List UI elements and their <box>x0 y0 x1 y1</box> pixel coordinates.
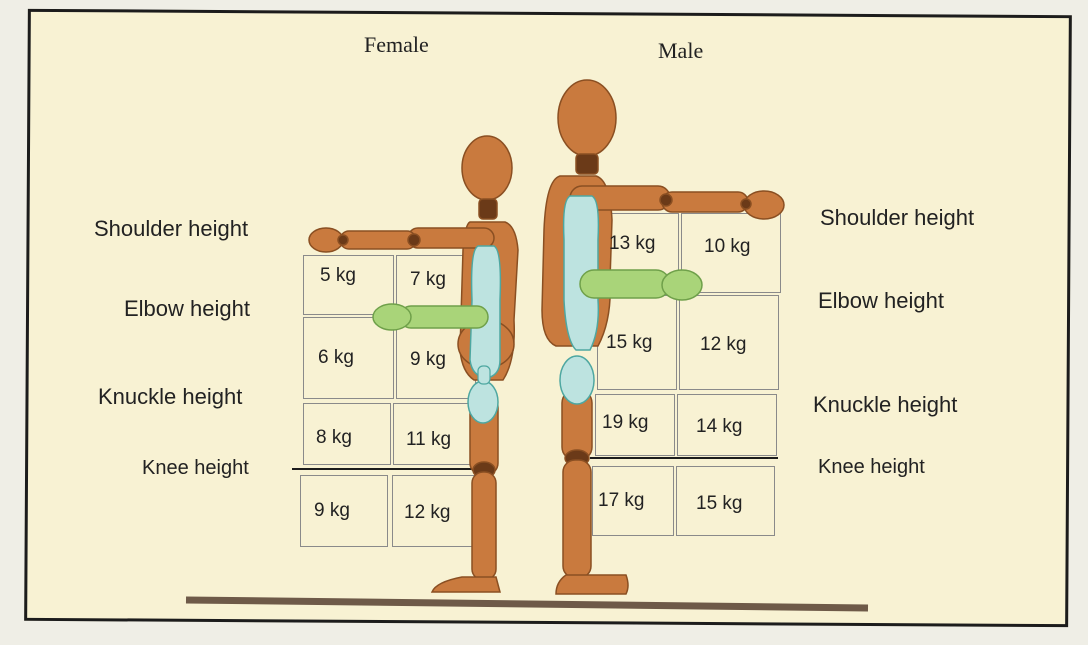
male-shoulder-inner-limit: 13 kg <box>609 233 655 255</box>
left-label-knee-height: Knee height <box>142 457 249 480</box>
female-knuckle-outer-limit: 8 kg <box>316 427 352 449</box>
female-foot <box>432 577 500 592</box>
right-label-shoulder-height: Shoulder height <box>820 205 974 231</box>
female-arm-highlight-link <box>478 366 490 384</box>
female-shoulder-outer-limit: 5 kg <box>320 265 356 287</box>
male-upper-arm-elbow <box>580 270 670 298</box>
left-label-knuckle-height: Knuckle height <box>98 384 242 410</box>
male-neck <box>576 154 598 174</box>
female-shin <box>472 472 496 580</box>
male-knuckle-outer-limit: 14 kg <box>696 416 742 438</box>
male-elbow-outer-limit: 12 kg <box>700 334 746 356</box>
male-elbow-arm <box>580 270 702 300</box>
female-wrist <box>338 235 348 245</box>
female-upper-arm-elbow <box>400 306 488 328</box>
female-shoulder-inner-limit: 7 kg <box>410 269 446 291</box>
male-hand-highlight <box>560 356 594 404</box>
male-wrist <box>741 199 751 209</box>
male-foot <box>556 575 628 594</box>
female-head <box>462 136 512 200</box>
male-shin <box>563 460 591 578</box>
left-label-shoulder-height: Shoulder height <box>94 216 248 242</box>
male-elbow-joint <box>660 194 672 206</box>
female-elbow-joint <box>408 234 420 246</box>
female-hand-highlight <box>468 381 498 423</box>
male-hand-elbow <box>662 270 702 300</box>
right-label-knuckle-height: Knuckle height <box>813 392 957 418</box>
male-head <box>558 80 616 156</box>
floor-line <box>186 600 868 608</box>
female-column-title: Female <box>364 32 429 58</box>
male-elbow-inner-limit: 15 kg <box>606 332 652 354</box>
female-knee-inner-limit: 12 kg <box>404 502 450 524</box>
male-shoulder-outer-limit: 10 kg <box>704 236 750 258</box>
right-label-knee-height: Knee height <box>818 456 925 479</box>
female-knee-outer-limit: 9 kg <box>314 500 350 522</box>
male-knuckle-inner-limit: 19 kg <box>602 412 648 434</box>
male-knee-outer-limit: 15 kg <box>696 493 742 515</box>
female-hand-elbow <box>373 304 411 330</box>
female-elbow-arm <box>373 304 488 330</box>
left-label-elbow-height: Elbow height <box>124 296 250 322</box>
female-elbow-inner-limit: 9 kg <box>410 349 446 371</box>
female-knuckle-inner-limit: 11 kg <box>406 429 451 451</box>
female-forearm-shoulder <box>340 231 416 249</box>
male-forearm-shoulder <box>662 192 748 212</box>
male-knee-inner-limit: 17 kg <box>598 490 644 512</box>
female-elbow-outer-limit: 6 kg <box>318 347 354 369</box>
right-label-elbow-height: Elbow height <box>818 288 944 314</box>
male-column-title: Male <box>658 38 703 64</box>
female-neck <box>479 199 497 219</box>
female-upper-arm-shoulder <box>408 228 494 248</box>
